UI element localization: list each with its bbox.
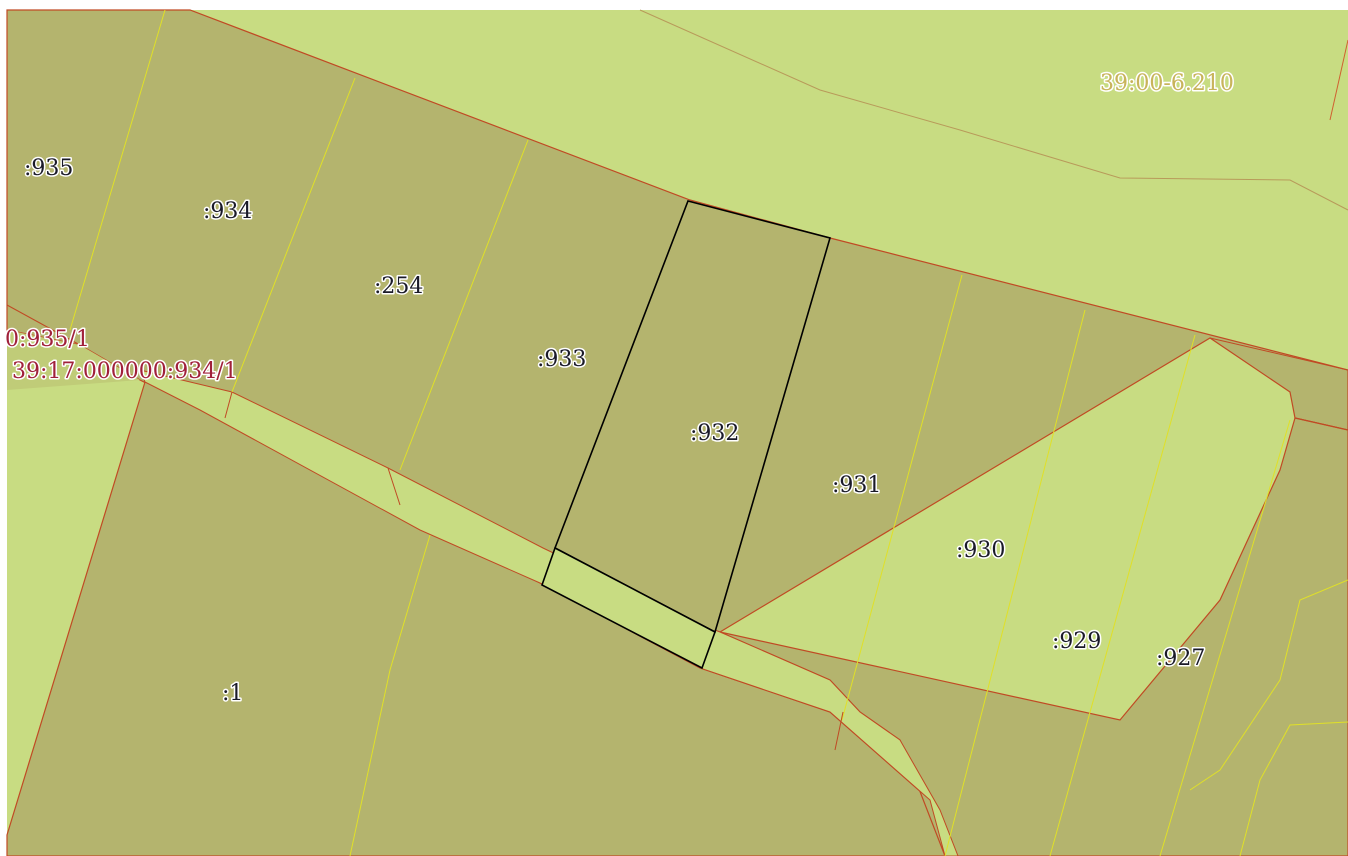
road-crossline-3 [224, 391, 233, 419]
parcel-932-road-part[interactable] [541, 546, 716, 670]
road-strip-left [7, 330, 140, 390]
divider-935-934 [69, 9, 166, 331]
divider-929-927 [1049, 334, 1196, 856]
plot-label-933: :933 [537, 347, 586, 372]
boundary-line-right [1209, 337, 1348, 371]
zone-boundary-line [639, 9, 1348, 211]
plot-label-931: :931 [832, 473, 881, 498]
divider-934-254 [231, 77, 356, 393]
plot-label-935: :935 [24, 156, 73, 181]
plot-label-930: :930 [956, 538, 1005, 563]
part-label-935: 0:935/1 [5, 327, 90, 352]
plot-label-934: :934 [203, 199, 252, 224]
divider-parcel-1 [349, 534, 431, 856]
part-label-934: 39:17:000000:934/1 [12, 359, 238, 384]
plot-label-929: :929 [1052, 629, 1101, 654]
divider-930-929 [944, 309, 1086, 856]
divider-927-east [1159, 419, 1291, 856]
plot-label-254: :254 [374, 274, 423, 299]
divider-east-1 [1189, 579, 1348, 791]
divider-east-2 [1239, 721, 1348, 856]
plot-label-927: :927 [1156, 646, 1205, 671]
road-crossline-1 [387, 467, 401, 506]
boundary-line-left [6, 304, 81, 346]
divider-931-930 [841, 274, 963, 721]
quarter-label: 39:00-6.210 [1100, 71, 1234, 96]
divider-254-933 [399, 139, 529, 471]
zone-edge-line [1329, 39, 1348, 121]
road-crossline-2 [834, 711, 844, 751]
plot-label-932: :932 [690, 421, 739, 446]
plot-label-1: :1 [222, 681, 243, 706]
boundary-line-right-2 [1294, 417, 1348, 431]
